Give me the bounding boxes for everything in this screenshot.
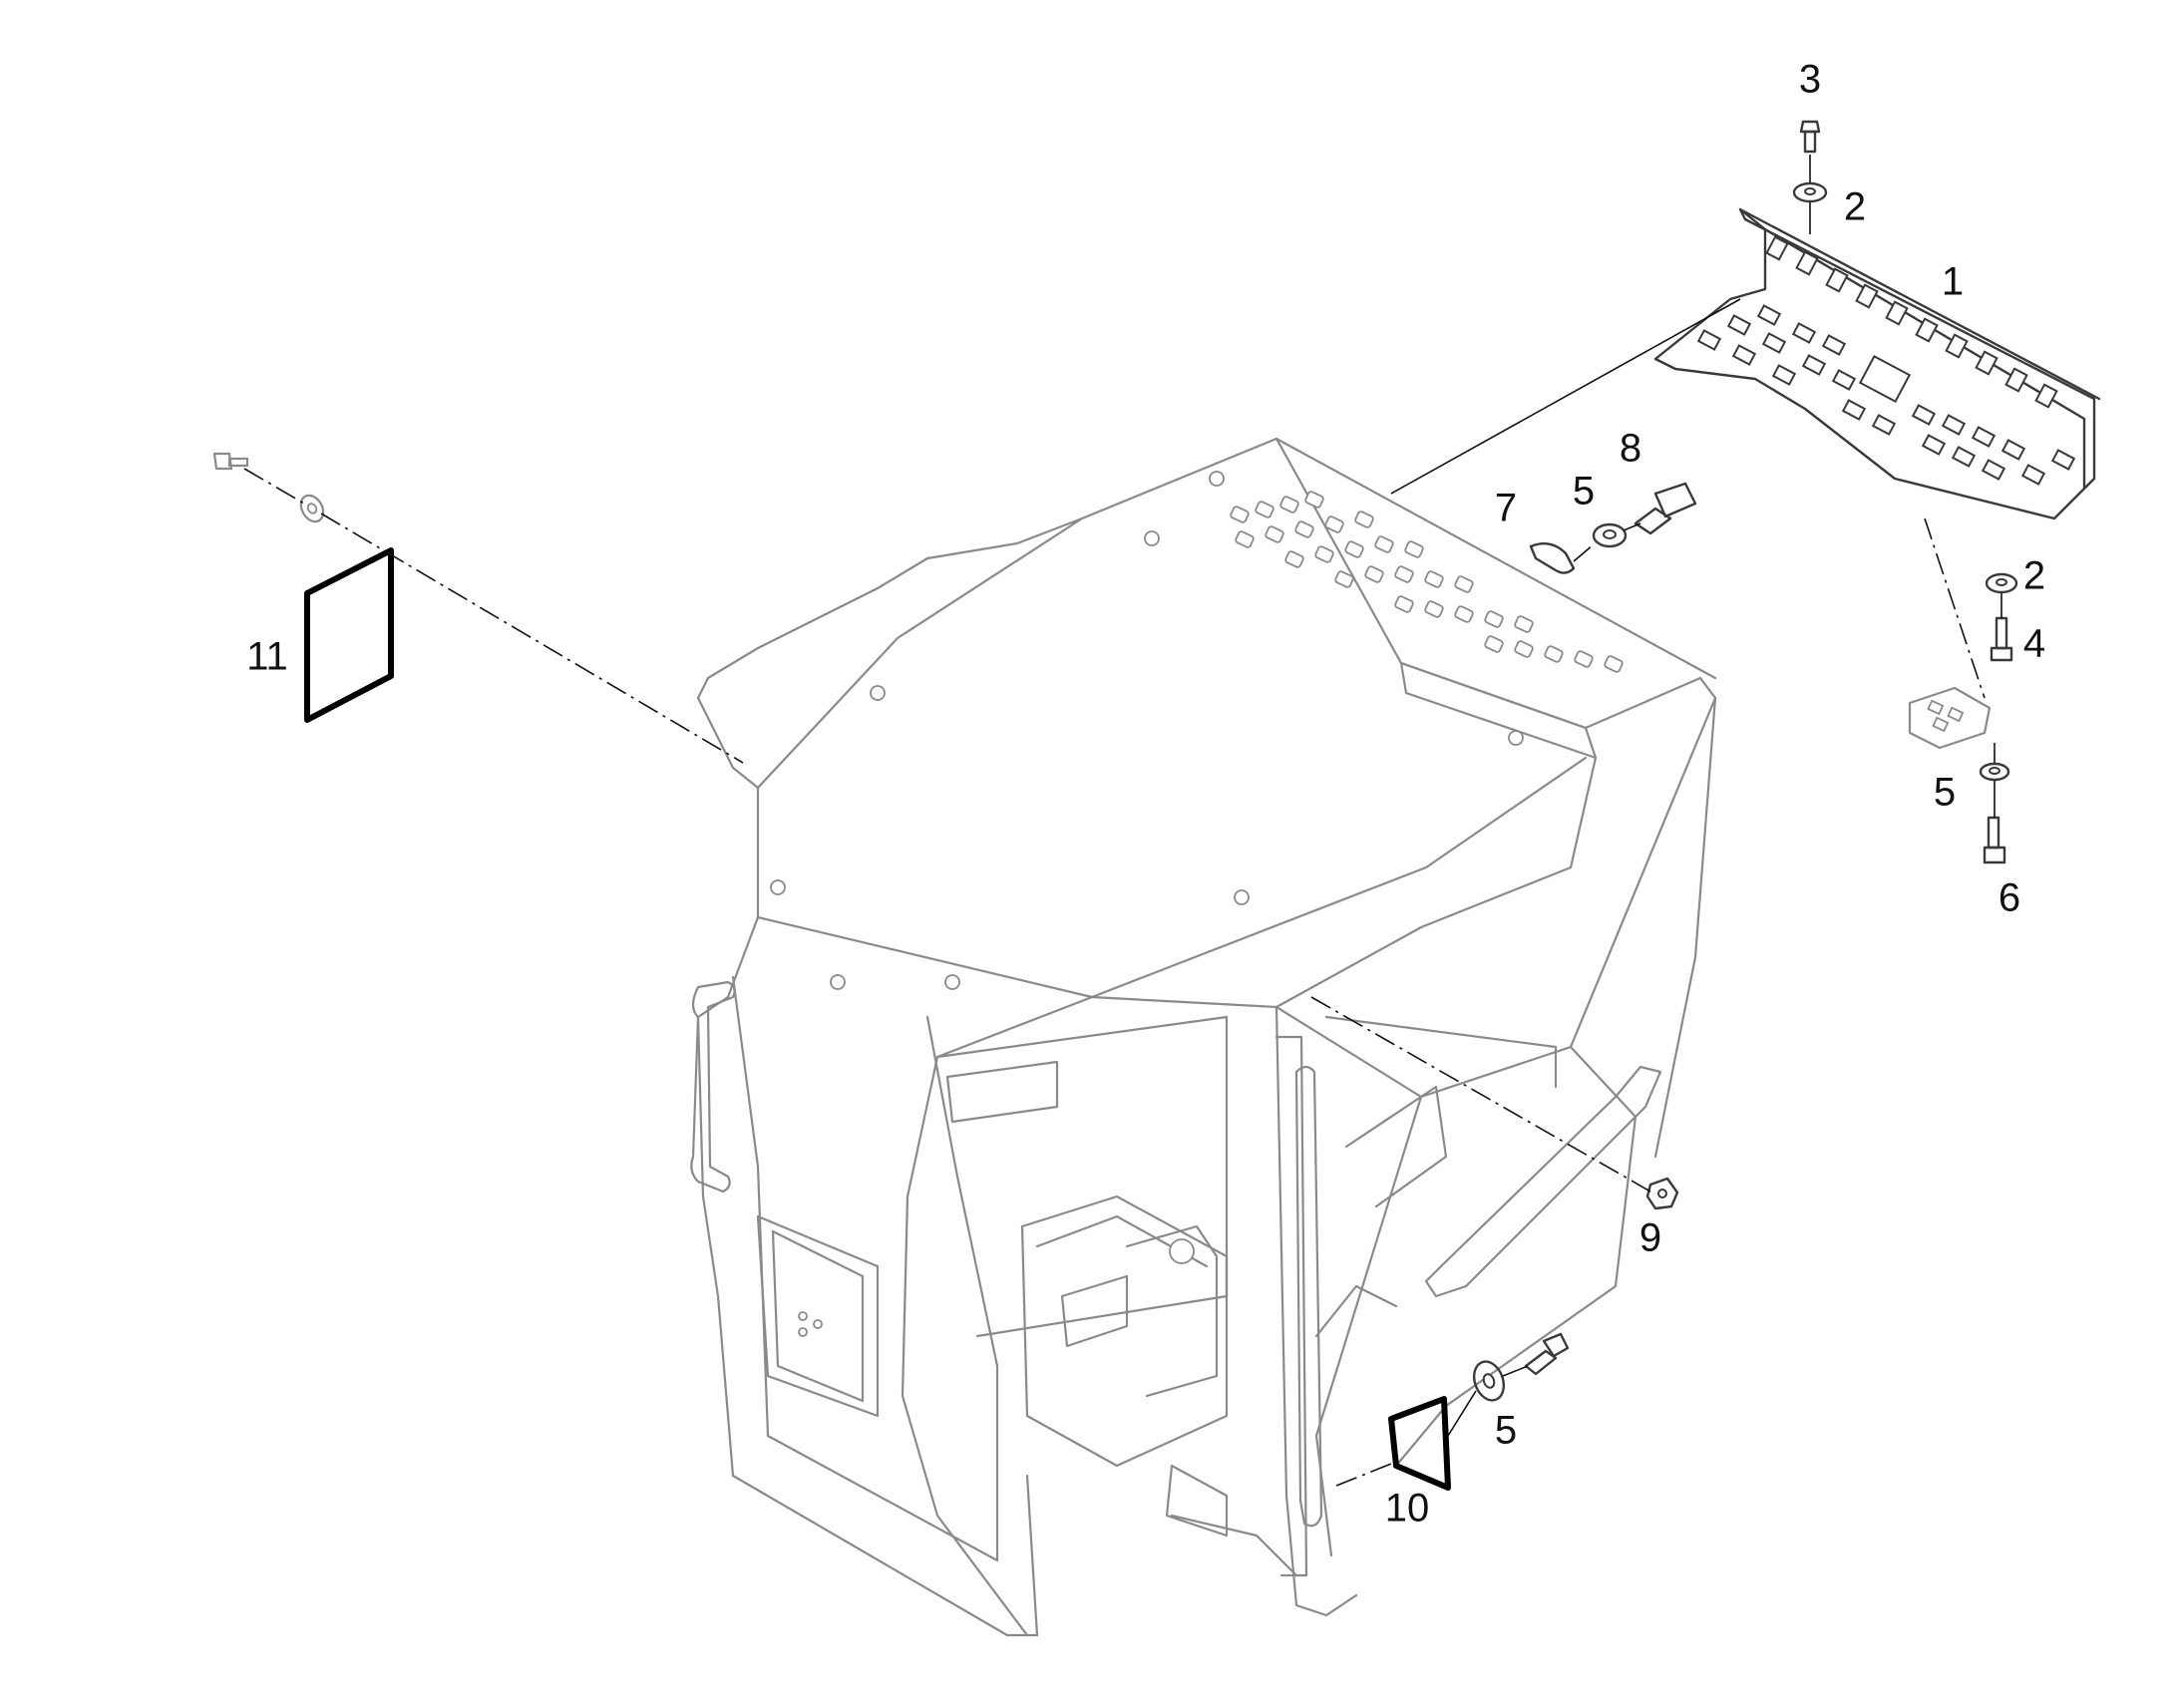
cab-frame (690, 437, 1717, 1637)
roof-guard-panel (1653, 207, 2101, 520)
callout-8: 8 (1620, 427, 1641, 471)
roof-vent-grid (1230, 491, 1624, 673)
callout-labels: 1 2 2 3 4 5 5 5 6 7 8 9 10 11 (246, 58, 2045, 1531)
left-door (690, 975, 999, 1562)
washer-2-bottom (1985, 572, 2018, 594)
callout-2-bottom: 2 (2023, 554, 2045, 598)
nut-9 (1645, 1177, 1679, 1210)
callout-4: 4 (2023, 622, 2045, 666)
callout-5-mid: 5 (1573, 470, 1595, 513)
washer-2-top (1792, 181, 1828, 203)
washer-5-lower (1472, 1360, 1506, 1402)
callout-6: 6 (1998, 876, 2020, 920)
bolt-lower (1524, 1332, 1570, 1376)
bolt-upper-left (212, 452, 249, 471)
callout-5-right: 5 (1934, 771, 1956, 815)
washer-5-right (1979, 762, 2010, 782)
callout-3: 3 (1799, 58, 1821, 102)
callout-11: 11 (246, 635, 288, 679)
bolt-3 (1799, 120, 1821, 154)
right-grab-handle (1424, 1065, 1662, 1298)
bolt-6 (1983, 816, 2006, 864)
seal-10 (1388, 1396, 1451, 1491)
assembly-lines (243, 155, 2002, 1487)
washer-upper-left (299, 494, 325, 523)
seal-11 (304, 547, 394, 723)
clip-7 (1529, 542, 1576, 574)
cab-interior (935, 1015, 1558, 1577)
front-pillar (1274, 1035, 1323, 1577)
callout-9: 9 (1639, 1216, 1661, 1260)
callout-1: 1 (1942, 260, 1964, 304)
bolt-8 (1634, 482, 1697, 535)
washer-5-mid (1592, 522, 1628, 548)
fasteners (212, 120, 2018, 1402)
roof-guard-deck-slots (1696, 304, 2076, 486)
callout-5-lower: 5 (1495, 1409, 1517, 1453)
guard-bracket (1908, 686, 1992, 750)
callout-7: 7 (1495, 487, 1517, 530)
bolt-4 (1990, 616, 2013, 662)
callout-2-top: 2 (1844, 185, 1866, 229)
callout-10: 10 (1385, 1487, 1430, 1531)
roof-guard-slots (1765, 235, 2058, 409)
